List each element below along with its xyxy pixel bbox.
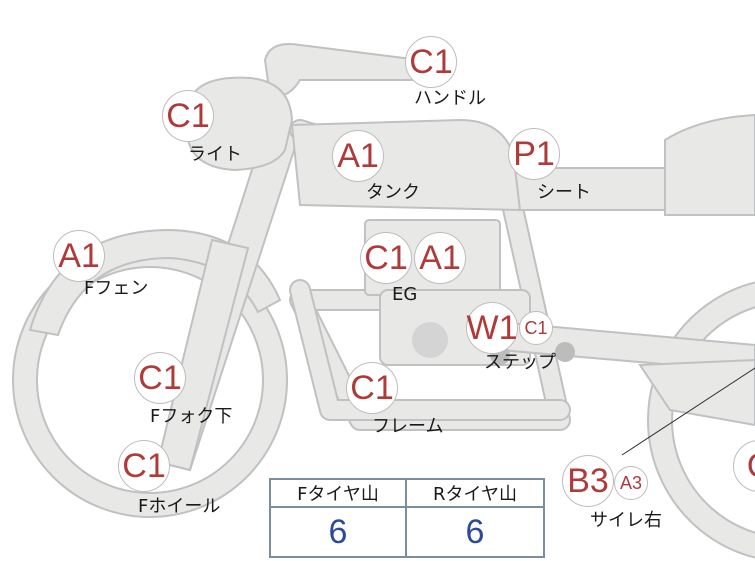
front-tire-header: Fタイヤ山 [271,480,407,508]
frame-code-badge: C1 [346,362,398,414]
engine-label: EG [392,284,418,305]
handlebar-drawing [263,43,421,97]
muffler-right-code-badge-1: B3 [562,455,614,507]
handle-label: ハンドル [414,88,486,109]
handle-code-badge: C1 [405,36,457,88]
muffler-drawing [638,358,755,427]
light-code-badge: C1 [162,90,214,142]
step-code-badge-2: C1 [519,311,553,345]
front-tire-value: 6 [271,508,407,556]
rear-tire-header: Rタイヤ山 [407,480,543,508]
seat-code-badge: P1 [508,128,560,180]
ffork-label: Fフォク下 [150,406,233,427]
ffender-label: Fフェン [84,278,149,299]
ffork-code-badge: C1 [134,352,186,404]
rear-wheel-drawing [647,281,755,559]
rear-tire-value: 6 [465,512,485,551]
tank-code-badge: A1 [332,130,384,182]
fwheel-code-badge: C1 [118,440,170,492]
engine-cover-drawing [412,322,448,358]
engine-code-badge-2: A1 [414,232,466,284]
step-code-badge-1: W1 [466,302,518,354]
seat-label: シート [537,182,591,203]
muffler-right-label: サイレ右 [590,510,662,531]
rear-cowl-drawing [664,113,755,216]
frame-label: フレーム [372,416,444,437]
step-peg-drawing-2 [555,342,575,362]
leader-line [621,367,755,456]
tire-tread-table: Fタイヤ山 Rタイヤ山 6 6 [269,478,545,558]
ffender-code-badge: A1 [53,230,105,282]
engine-code-badge-1: C1 [360,232,412,284]
headlight-drawing [186,76,294,172]
muffler-right-code-badge-2: A3 [614,466,648,500]
fwheel-label: Fホイール [138,496,221,517]
step-label: ステップ [484,352,556,373]
light-label: ライト [188,144,242,165]
tank-label: タンク [366,182,420,203]
